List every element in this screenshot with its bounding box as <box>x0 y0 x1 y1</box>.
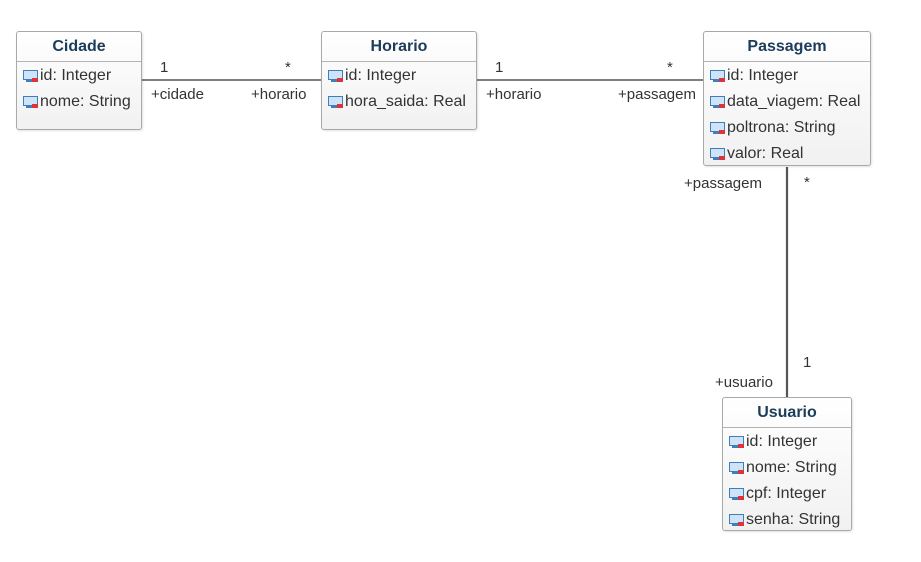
class-attribute[interactable]: valor: Real <box>704 141 870 167</box>
multiplicity-label: * <box>804 174 810 191</box>
attribute-label: senha: String <box>746 511 841 528</box>
role-label: +usuario <box>715 374 773 391</box>
class-attribute[interactable]: id: Integer <box>17 63 141 89</box>
class-attribute[interactable]: hora_saida: Real <box>322 89 476 115</box>
class-attribute[interactable]: nome: String <box>17 89 141 115</box>
multiplicity-label: * <box>285 59 291 76</box>
multiplicity-label: 1 <box>495 59 504 76</box>
role-label: +horario <box>251 86 307 103</box>
private-attribute-icon <box>710 95 726 109</box>
private-attribute-icon <box>729 487 745 501</box>
class-attribute[interactable]: id: Integer <box>723 429 851 455</box>
private-attribute-icon <box>729 513 745 527</box>
private-attribute-icon <box>729 435 745 449</box>
class-attribute[interactable]: data_viagem: Real <box>704 89 870 115</box>
attribute-label: cpf: Integer <box>746 485 827 502</box>
attribute-label: data_viagem: Real <box>727 93 861 110</box>
attribute-label: id: Integer <box>746 433 818 450</box>
class-title: Cidade <box>17 32 141 62</box>
class-cidade[interactable]: Cidade id: Integer nome: String <box>16 31 142 130</box>
private-attribute-icon <box>710 147 726 161</box>
attribute-label: nome: String <box>40 93 131 110</box>
class-attribute[interactable]: poltrona: String <box>704 115 870 141</box>
class-passagem[interactable]: Passagem id: Integer data_viagem: Real p… <box>703 31 871 166</box>
attribute-label: id: Integer <box>40 67 112 84</box>
class-horario[interactable]: Horario id: Integer hora_saida: Real <box>321 31 477 130</box>
attribute-label: id: Integer <box>345 67 417 84</box>
class-title: Usuario <box>723 398 851 428</box>
attribute-label: valor: Real <box>727 145 804 162</box>
attribute-label: hora_saida: Real <box>345 93 466 110</box>
multiplicity-label: 1 <box>803 354 812 371</box>
class-attribute[interactable]: nome: String <box>723 455 851 481</box>
class-title: Horario <box>322 32 476 62</box>
class-usuario[interactable]: Usuario id: Integer nome: String cpf: In… <box>722 397 852 531</box>
private-attribute-icon <box>328 69 344 83</box>
class-attribute[interactable]: senha: String <box>723 507 851 533</box>
class-title: Passagem <box>704 32 870 62</box>
private-attribute-icon <box>23 95 39 109</box>
attribute-label: nome: String <box>746 459 837 476</box>
private-attribute-icon <box>710 69 726 83</box>
private-attribute-icon <box>729 461 745 475</box>
private-attribute-icon <box>328 95 344 109</box>
class-attribute[interactable]: id: Integer <box>322 63 476 89</box>
role-label: +cidade <box>151 86 204 103</box>
attribute-label: poltrona: String <box>727 119 836 136</box>
role-label: +passagem <box>684 175 762 192</box>
multiplicity-label: * <box>667 59 673 76</box>
attribute-label: id: Integer <box>727 67 799 84</box>
role-label: +passagem <box>618 86 696 103</box>
role-label: +horario <box>486 86 542 103</box>
multiplicity-label: 1 <box>160 59 169 76</box>
class-attribute[interactable]: cpf: Integer <box>723 481 851 507</box>
class-attribute[interactable]: id: Integer <box>704 63 870 89</box>
private-attribute-icon <box>23 69 39 83</box>
private-attribute-icon <box>710 121 726 135</box>
